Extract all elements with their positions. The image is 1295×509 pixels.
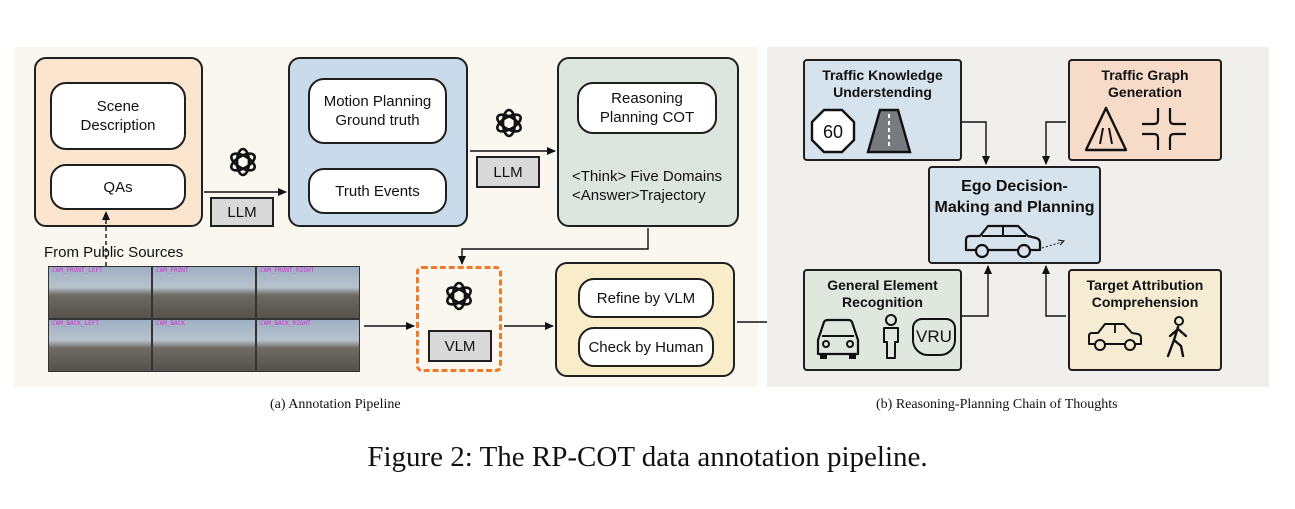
- truth-events-node: Truth Events: [308, 168, 447, 214]
- camera-label: CAM_BACK_RIGHT: [260, 320, 311, 327]
- from-public-sources-label: From Public Sources: [44, 244, 184, 261]
- check-by-human-node: Check by Human: [578, 327, 714, 367]
- traffic-graph-title: Traffic Graph Generation: [1101, 67, 1189, 100]
- car-icon: [964, 224, 1066, 259]
- general-element-title: General Element Recognition: [827, 277, 938, 310]
- motion-planning-node: Motion Planning Ground truth: [308, 78, 447, 144]
- person-icon: [883, 314, 899, 359]
- car-icon: [1088, 323, 1142, 351]
- car-front-icon: [816, 318, 860, 359]
- panel-a-caption: (a) Annotation Pipeline: [270, 397, 401, 412]
- think-text: <Think> Five Domains: [572, 168, 723, 185]
- openai-logo-icon: [230, 147, 256, 177]
- intersection-icon: [1142, 108, 1186, 150]
- camera-image: [256, 266, 360, 319]
- camera-label: CAM_FRONT_RIGHT: [260, 267, 315, 274]
- camera-image: [152, 266, 256, 319]
- speed-sign-value: 60: [823, 122, 843, 142]
- vru-label: VRU: [916, 327, 952, 346]
- llm-tag-1: LLM: [210, 197, 274, 227]
- camera-label: CAM_BACK_LEFT: [52, 320, 99, 327]
- qas-node: QAs: [50, 164, 186, 210]
- camera-label: CAM_BACK: [156, 320, 185, 327]
- camera-image: [48, 266, 152, 319]
- target-attribution-title: Target Attribution Comprehension: [1086, 277, 1204, 310]
- road-icon: [866, 108, 912, 154]
- scene-description-node: Scene Description: [50, 82, 186, 150]
- vlm-tag: VLM: [428, 330, 492, 362]
- camera-image: [256, 319, 360, 372]
- openai-logo-icon: [496, 108, 522, 138]
- panel-b-caption: (b) Reasoning-Planning Chain of Thoughts: [876, 397, 1118, 412]
- speed-limit-sign-icon: 60: [810, 108, 856, 154]
- figure-caption: Figure 2: The RP-COT data annotation pip…: [367, 441, 928, 473]
- camera-image-grid: CAM_FRONT_LEFT CAM_FRONT CAM_FRONT_RIGHT…: [48, 266, 360, 372]
- refine-by-vlm-node: Refine by VLM: [578, 278, 714, 318]
- vru-badge: VRU: [912, 318, 956, 356]
- camera-image: [48, 319, 152, 372]
- vlm-dashed-box: [416, 266, 502, 372]
- answer-text: <Answer>Trajectory: [572, 187, 706, 204]
- camera-label: CAM_FRONT: [156, 267, 189, 274]
- target-attribution-box: [1068, 269, 1222, 371]
- traffic-knowledge-title: Traffic Knowledge Understending: [822, 67, 943, 100]
- reasoning-cot-node: Reasoning Planning COT: [577, 82, 717, 134]
- camera-label: CAM_FRONT_LEFT: [52, 267, 103, 274]
- ego-decision-title: Ego Decision- Making and Planning: [934, 178, 1095, 216]
- llm-tag-2: LLM: [476, 156, 540, 188]
- warning-sign-icon: [1084, 106, 1128, 152]
- openai-logo-icon: [446, 281, 472, 311]
- camera-image: [152, 319, 256, 372]
- pedestrian-icon: [1166, 316, 1188, 358]
